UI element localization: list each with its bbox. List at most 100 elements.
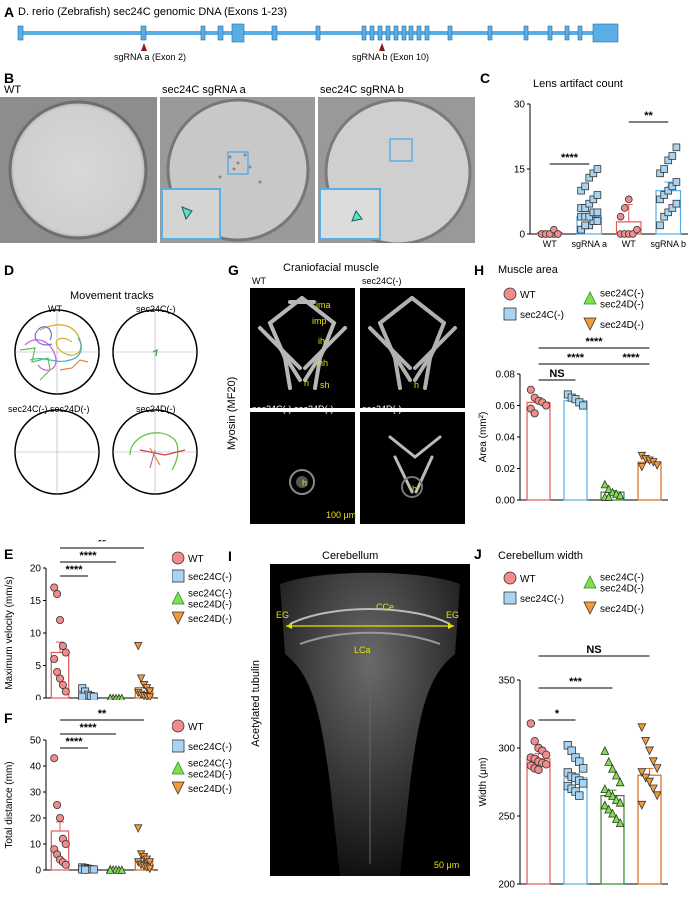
lens-image-wt	[0, 97, 157, 243]
data-point	[652, 791, 662, 801]
data-point	[664, 186, 673, 195]
panel-label-h: H	[474, 262, 485, 278]
data-point	[600, 746, 610, 755]
data-point	[656, 169, 664, 178]
legend-marker	[503, 571, 517, 585]
panel-label-d: D	[4, 262, 15, 278]
lens-wt-label: WT	[4, 84, 22, 96]
panel-label-j: J	[474, 546, 482, 562]
significance-label: ****	[79, 550, 97, 562]
legend-label: WT	[520, 290, 536, 301]
legend-label: sec24C(-)	[188, 742, 232, 753]
data-point	[660, 191, 668, 199]
lens-image-sgrna-b	[318, 97, 475, 243]
significance-label: ****	[622, 352, 640, 364]
label-imp: imp	[312, 316, 327, 326]
muscle-c-label: sec24C(-)	[362, 276, 402, 286]
y-tick-label: 0.00	[496, 496, 516, 507]
data-point	[585, 212, 594, 221]
data-point	[578, 764, 588, 773]
track-wt-label: WT	[48, 304, 62, 314]
muscle-d-label: sec24D(-)	[362, 404, 402, 414]
data-point	[645, 777, 654, 787]
data-point	[656, 195, 664, 204]
legend-marker	[503, 591, 517, 605]
data-point	[145, 687, 155, 696]
muscle-cd-label: sec24C(-) sec24D(-)	[252, 404, 334, 414]
y-tick-label: 0.02	[496, 464, 516, 475]
panel-label-c: C	[480, 70, 491, 86]
data-point	[611, 814, 621, 823]
data-point	[611, 770, 621, 780]
legend-label: sec24C(-)	[520, 594, 564, 605]
legend-label: sec24D(-)	[600, 300, 644, 311]
y-tick-label: 40	[30, 762, 42, 773]
data-point	[593, 191, 602, 199]
data-point	[633, 225, 641, 234]
y-tick-label: 50	[30, 736, 42, 747]
data-point	[585, 199, 594, 208]
muscle-wt-label: WT	[252, 276, 266, 286]
data-point	[106, 693, 114, 700]
data-point	[58, 680, 67, 689]
y-tick-label: 250	[498, 812, 515, 823]
data-point	[672, 199, 681, 208]
data-point	[616, 212, 625, 221]
data-point	[117, 865, 127, 874]
panel-i-ylabel: Acetylated tubulin	[250, 660, 262, 747]
label-cce: CCe	[376, 602, 395, 612]
y-tick-label: 30	[30, 788, 42, 799]
data-point	[637, 723, 647, 733]
y-tick-label: 20	[30, 564, 42, 575]
data-point	[578, 779, 588, 788]
data-point	[664, 208, 673, 217]
legend-label: sec24D(-)	[600, 604, 644, 615]
legend-marker	[503, 307, 517, 321]
legend-label: sec24D(-)	[188, 784, 232, 795]
significance-label: **	[644, 110, 653, 122]
data-point	[56, 814, 65, 823]
data-point	[652, 461, 662, 470]
x-tick-label: sgRNA a	[571, 239, 607, 249]
data-point	[541, 760, 551, 769]
legend-label: sec24D(-)	[188, 600, 232, 611]
data-point	[620, 204, 629, 212]
data-point	[672, 143, 681, 152]
data-point	[600, 784, 610, 794]
y-axis-label: Area (mm²)	[478, 412, 489, 463]
legend-marker	[583, 317, 597, 331]
data-point	[624, 195, 633, 204]
y-tick-label: 0.04	[496, 433, 516, 444]
significance-label: NS	[549, 368, 564, 380]
data-point	[145, 693, 155, 700]
panel-j-title: Cerebellum width	[498, 550, 583, 562]
significance-label: ****	[561, 152, 579, 164]
legend-label: sec24C(-)	[188, 759, 232, 770]
significance-label: ****	[585, 336, 603, 348]
y-tick-label: 0	[35, 694, 41, 701]
data-point	[542, 401, 551, 410]
data-point	[585, 173, 594, 182]
legend-label: sec24C(-)	[600, 289, 644, 300]
data-point	[600, 800, 610, 810]
data-point	[668, 152, 677, 160]
legend-label: sec24D(-)	[188, 614, 232, 625]
muscle-image-c	[360, 288, 465, 408]
legend-label: sec24D(-)	[600, 320, 644, 331]
data-point	[615, 490, 625, 500]
track-c-label: sec24C(-)	[136, 304, 176, 314]
bar	[526, 401, 551, 501]
y-axis-label: Maximum velocity (mm/s)	[4, 576, 15, 689]
panel-a-title: D. rerio (Zebrafish) sec24C genomic DNA …	[18, 6, 287, 18]
data-point	[641, 737, 651, 746]
y-tick-label: 0.08	[496, 370, 516, 381]
label-eg-left: EG	[276, 610, 290, 620]
data-point	[58, 642, 67, 651]
gene-diagram	[17, 23, 619, 51]
bar	[563, 400, 588, 501]
